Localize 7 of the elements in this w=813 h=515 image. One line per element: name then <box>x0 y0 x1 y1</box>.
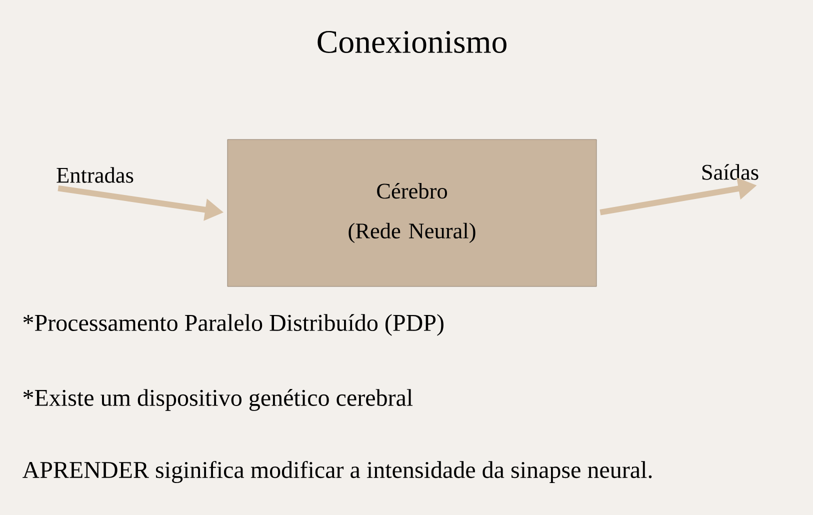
note-text: APRENDER siginifica modificar a intensidade da sinapse neural. <box>22 460 652 484</box>
note-text: *Existe um dispositivo genético cerebral <box>23 389 413 411</box>
title: Conexionismo <box>318 30 506 53</box>
arrow-label: Saídas <box>702 164 758 180</box>
note-text: *Processamento Paralelo Distribuído (PDP) <box>23 314 444 336</box>
process-box: Cérebro (Rede Neural) <box>227 139 597 287</box>
arrow-label: Entradas <box>56 167 134 183</box>
